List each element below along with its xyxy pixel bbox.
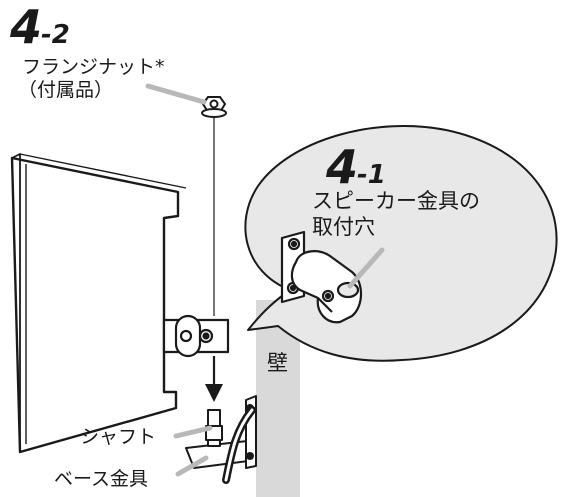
speaker-panel [10, 153, 187, 454]
bracket-hole-line1: スピーカー金具の [312, 189, 480, 213]
step-4-1-major: 4 [326, 140, 358, 194]
flange-nut-note: （付属品） [18, 79, 114, 101]
panel-mount-bracket [162, 314, 230, 358]
shaft-leader [173, 425, 213, 439]
bracket-hole-leader [347, 247, 385, 289]
bracket-hole-label: スピーカー金具の 取付穴 [312, 188, 480, 240]
down-arrow [205, 356, 223, 402]
bracket-hole-line2: 取付穴 [312, 215, 375, 239]
step-4-2-minor: -2 [41, 20, 70, 50]
flange-nut-label: フランジナット* （付属品） [18, 56, 165, 102]
flange-nut-name: フランジナット* [22, 56, 165, 78]
step-4-1-minor: -1 [357, 160, 386, 190]
step-4-1-label: 4-1 [326, 144, 386, 190]
wall-label: 壁 [267, 351, 288, 375]
shaft-label: シャフト [80, 426, 157, 448]
step-4-2-label: 4-2 [10, 4, 70, 50]
nut-leader [145, 83, 207, 105]
step-4-2-major: 4 [10, 0, 42, 54]
base-leader [175, 455, 209, 477]
base-bracket-label: ベース金具 [54, 468, 149, 490]
flange-nut-part [201, 96, 227, 118]
speaker-bracket-closeup [280, 230, 363, 324]
